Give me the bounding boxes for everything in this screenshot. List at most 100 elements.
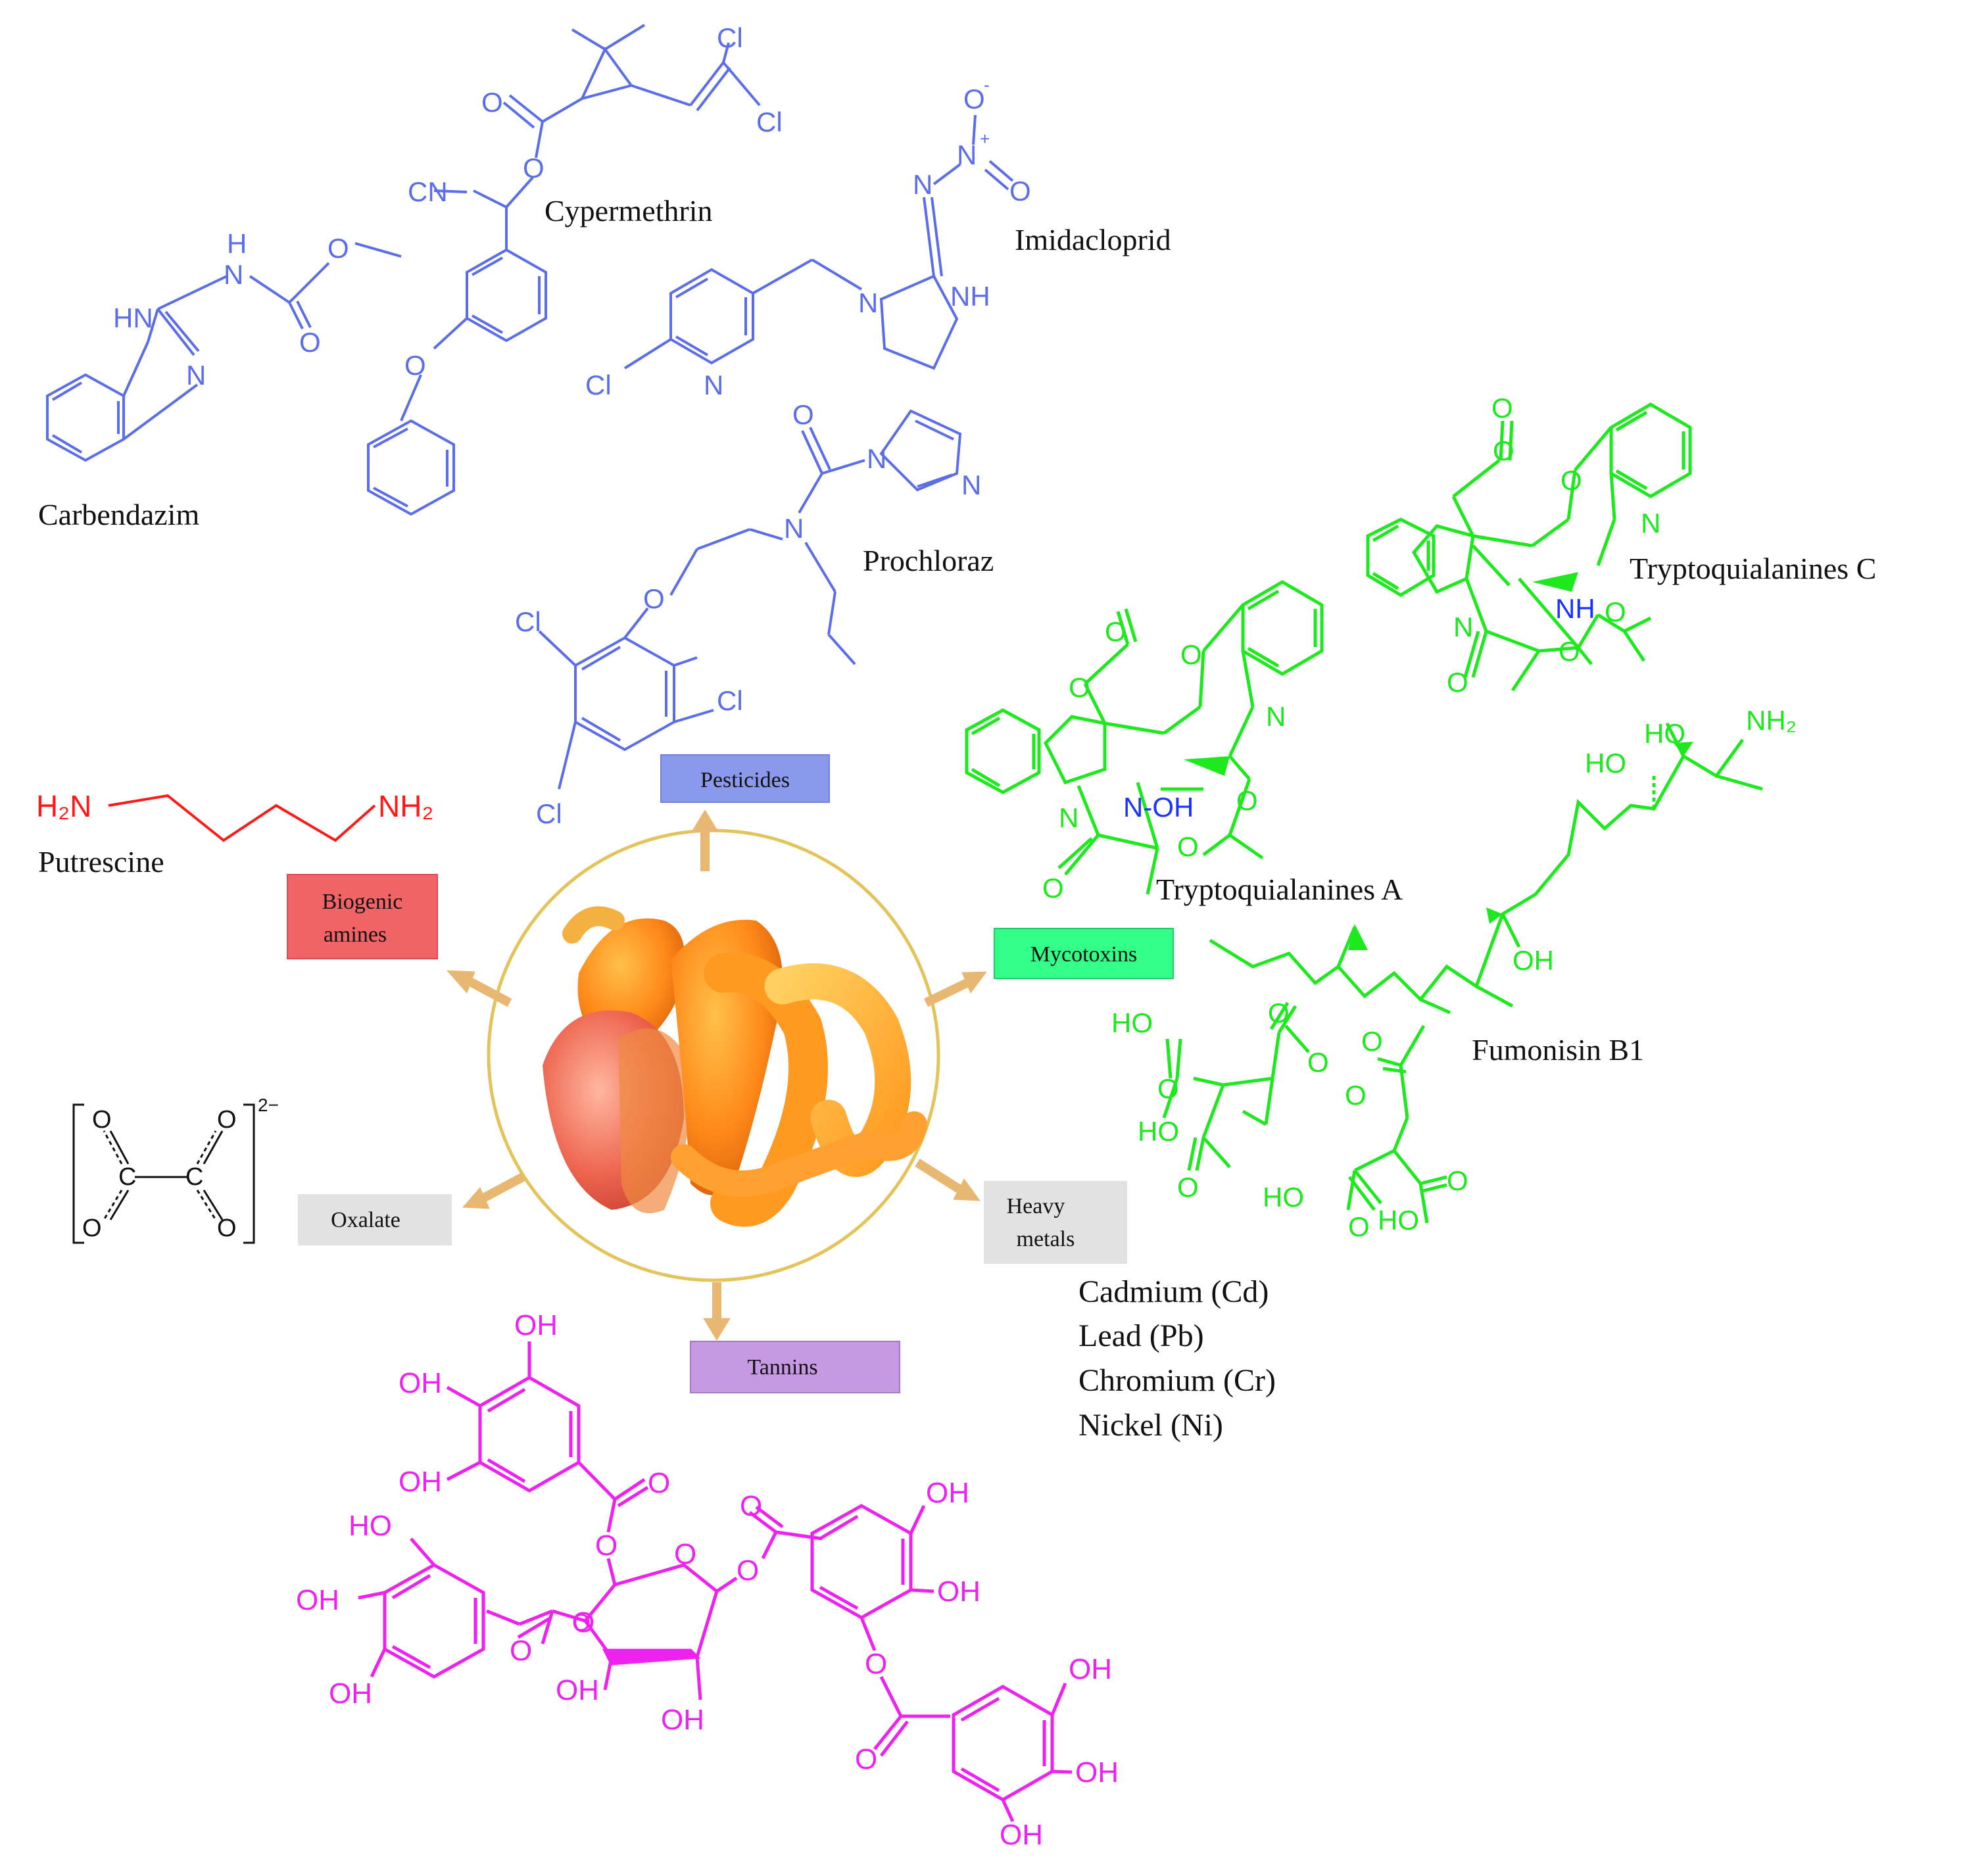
heavy-label-line2: metals [1017, 1227, 1075, 1251]
svg-text:HO: HO [1585, 748, 1626, 779]
svg-text:Cl: Cl [756, 107, 783, 137]
fumonisin-wedge-3 [1674, 742, 1693, 756]
svg-text:O: O [82, 1215, 102, 1242]
svg-text:O: O [792, 399, 814, 430]
arrow-down [703, 1282, 731, 1341]
svg-text:O: O [1009, 176, 1031, 206]
svg-text:O: O [1042, 873, 1064, 903]
tryp-a-wedge [1184, 756, 1230, 776]
tryp-c-atoms: O O O N N O O O NH [1447, 393, 1660, 698]
svg-text:O: O [217, 1215, 237, 1242]
svg-text:O: O [740, 1490, 762, 1522]
putrescine-name: Putrescine [38, 845, 164, 878]
tryp-c-wedge [1532, 572, 1578, 592]
svg-text:OH: OH [1513, 945, 1554, 976]
svg-text:HO: HO [1263, 1182, 1304, 1213]
svg-text:O: O [299, 327, 321, 358]
svg-text:O: O [1447, 1165, 1468, 1196]
mycotoxins-label: Mycotoxins [1030, 942, 1137, 967]
metal-lead: Lead (Pb) [1078, 1318, 1204, 1353]
svg-text:O: O [1307, 1047, 1329, 1078]
svg-text:O: O [1177, 831, 1199, 862]
svg-text:N: N [224, 259, 243, 290]
svg-text:N: N [186, 360, 206, 391]
svg-text:O: O [510, 1635, 532, 1667]
svg-text:OH: OH [661, 1704, 704, 1736]
arrow-up [691, 809, 719, 871]
svg-text:O: O [1177, 1172, 1199, 1203]
svg-text:Cl: Cl [536, 798, 562, 829]
category-biogenic-amines: Biogenic amines [287, 874, 438, 959]
tannin-atoms: OH OH OH O O O O O OH OH O O OH OH OH O … [296, 1309, 1119, 1851]
svg-text:OH: OH [937, 1575, 981, 1608]
carbendazim-atoms: HN H N N O O [113, 228, 349, 391]
svg-text:OH: OH [1069, 1653, 1112, 1685]
fumonisin-atoms: HO NH₂ HO OH O O HO O HO O O O HO O HO O [1111, 705, 1797, 1242]
svg-text:N: N [957, 139, 977, 170]
svg-text:O: O [963, 84, 985, 114]
oxalate-label: Oxalate [331, 1208, 400, 1232]
svg-text:C: C [118, 1163, 136, 1191]
structure-imidacloprid [623, 114, 1014, 370]
svg-text:HN: HN [113, 302, 153, 333]
imidacloprid-atoms: Cl N N NH N N + O - O [585, 75, 1031, 400]
structure-putrescine: H₂N NH₂ [36, 789, 433, 842]
svg-text:OH: OH [926, 1477, 969, 1509]
svg-text:O: O [1447, 667, 1468, 698]
svg-text:OH: OH [1075, 1756, 1119, 1789]
svg-text:NH₂: NH₂ [1746, 705, 1797, 736]
svg-text:OH: OH [556, 1674, 599, 1706]
heavy-metal-list: Cadmium (Cd) Lead (Pb) Chromium (Cr) Nic… [1078, 1274, 1276, 1443]
svg-text:O: O [865, 1648, 887, 1680]
svg-text:N: N [867, 443, 886, 474]
arrow-upright [923, 971, 988, 1007]
tryptoquialanines-c-name: Tryptoquialanines C [1630, 552, 1876, 585]
svg-text:O: O [1361, 1026, 1383, 1057]
svg-text:CN: CN [408, 176, 448, 207]
svg-text:O: O [92, 1106, 112, 1134]
arrow-downright [915, 1159, 981, 1201]
svg-text:HO: HO [349, 1510, 392, 1542]
svg-text:O: O [855, 1743, 877, 1775]
svg-text:O: O [1559, 636, 1580, 667]
structure-tryptoquialanines-a [965, 580, 1324, 895]
svg-text:O: O [1493, 435, 1514, 466]
svg-text:OH: OH [296, 1584, 339, 1616]
svg-text:HO: HO [1644, 718, 1685, 749]
svg-text:Cl: Cl [585, 370, 612, 400]
svg-text:O: O [404, 350, 426, 381]
citrus-peel-image [543, 906, 927, 1227]
svg-text:HO: HO [1111, 1007, 1153, 1038]
svg-text:OH: OH [1000, 1819, 1043, 1851]
svg-text:N-OH: N-OH [1123, 792, 1194, 823]
svg-text:O: O [481, 87, 503, 118]
svg-text:NH₂: NH₂ [378, 789, 433, 823]
svg-text:-: - [984, 75, 990, 95]
svg-text:O: O [217, 1106, 237, 1134]
svg-text:H₂N: H₂N [36, 789, 91, 823]
svg-text:O: O [1491, 393, 1513, 423]
pesticides-label: Pesticides [700, 768, 790, 792]
svg-text:O: O [1069, 672, 1090, 703]
svg-text:HO: HO [1378, 1205, 1419, 1236]
carbendazim-name: Carbendazim [38, 498, 199, 531]
svg-text:O: O [595, 1529, 618, 1562]
svg-text:O: O [572, 1609, 591, 1636]
svg-text:N: N [858, 287, 878, 318]
cypermethrin-atoms: CN O O Cl Cl O [404, 22, 783, 381]
svg-text:H: H [227, 228, 247, 259]
svg-text:O: O [523, 153, 545, 183]
compound-names: Carbendazim Cypermethrin Imidacloprid Pr… [38, 194, 1876, 1067]
fumonisin-wedge-1 [1348, 924, 1368, 950]
structure-prochloraz [538, 409, 962, 790]
svg-text:OH: OH [399, 1367, 442, 1399]
structure-carbendazim [46, 242, 402, 462]
svg-text:OH: OH [399, 1466, 442, 1498]
svg-text:OH: OH [329, 1677, 372, 1710]
svg-text:O: O [1605, 596, 1626, 627]
prochloraz-atoms: Cl Cl Cl O N O N N [515, 399, 981, 829]
arrow-downleft [462, 1172, 525, 1209]
svg-text:N: N [1266, 701, 1286, 732]
structure-fumonisin [1162, 722, 1763, 1224]
